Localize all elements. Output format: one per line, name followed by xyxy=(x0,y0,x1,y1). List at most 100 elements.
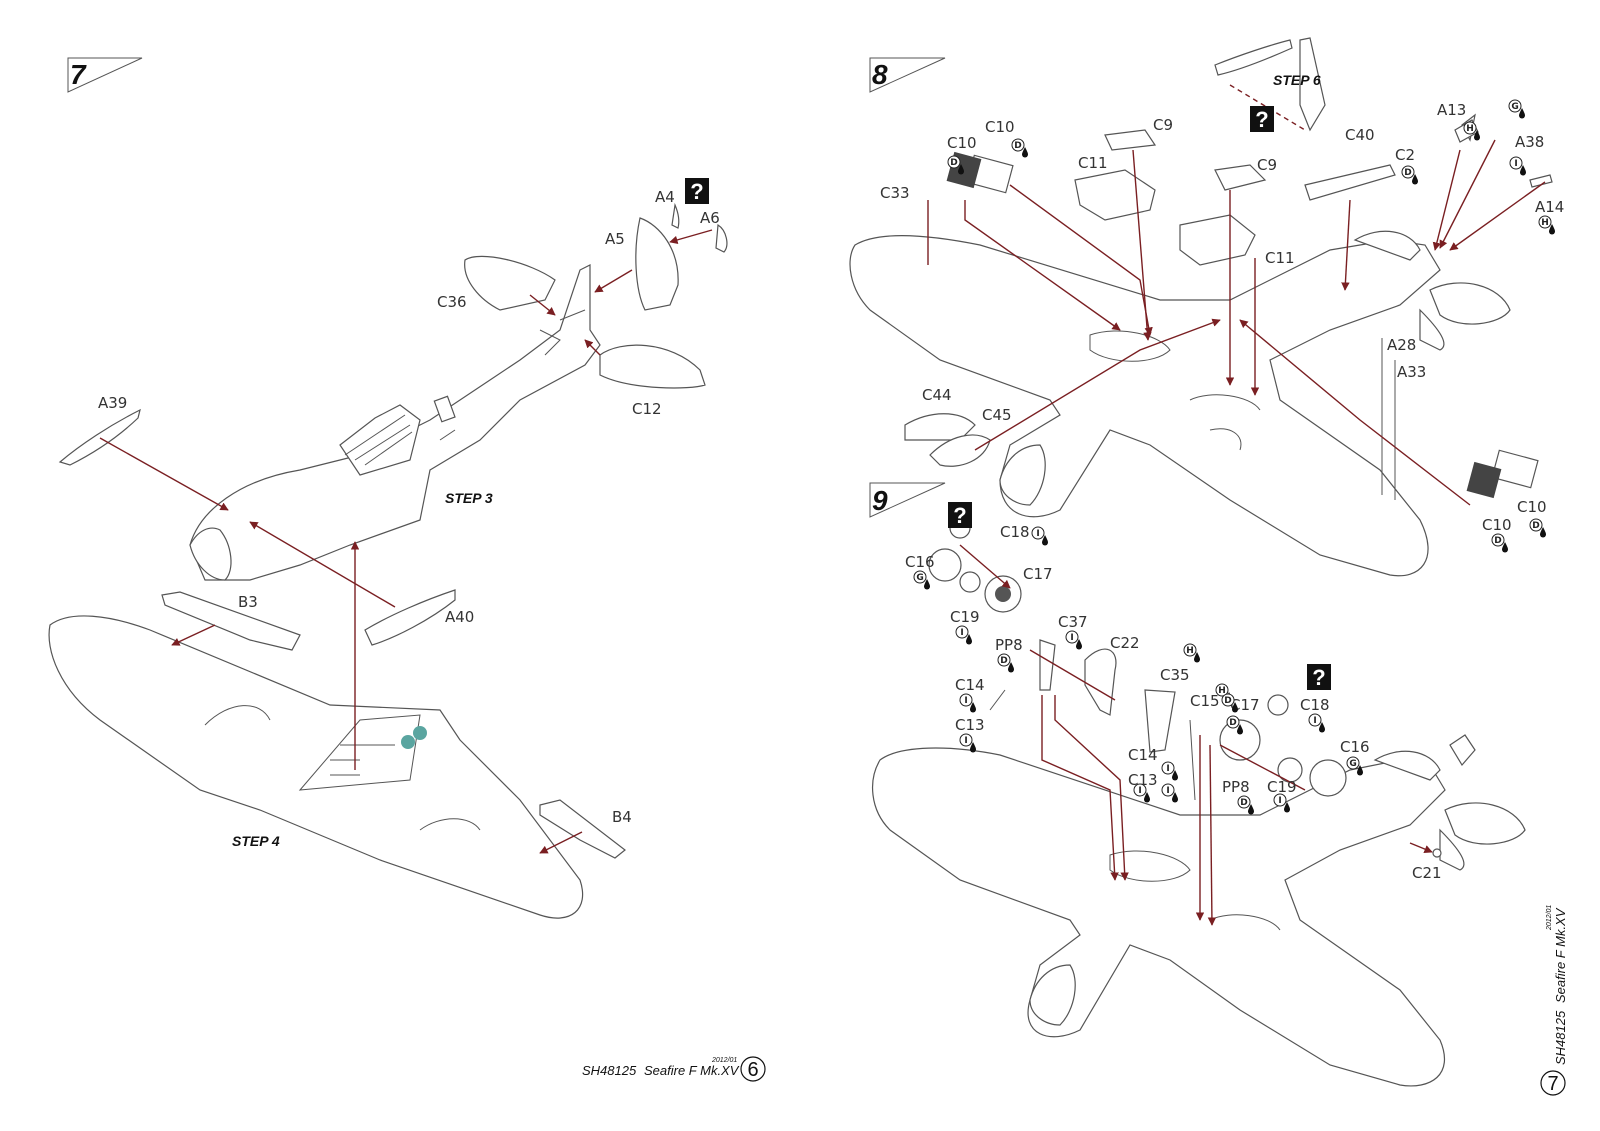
label-c33: C33 xyxy=(880,184,910,202)
part-c9-lower xyxy=(1214,164,1267,191)
part-c19-ring xyxy=(959,571,981,593)
svg-text:I: I xyxy=(964,696,967,706)
part-a40 xyxy=(364,589,456,646)
part-a6 xyxy=(715,223,728,253)
svg-text:D: D xyxy=(1014,141,1021,151)
svg-text:H: H xyxy=(1541,218,1549,228)
label-b3: B3 xyxy=(238,593,258,611)
part-c18-hub xyxy=(1267,694,1289,716)
label-c21: C21 xyxy=(1412,864,1442,882)
section9-arrows xyxy=(959,544,1433,926)
aircraft-upper-drawing xyxy=(849,230,1511,577)
label-c22: C22 xyxy=(1110,634,1140,652)
svg-text:D: D xyxy=(1229,718,1236,728)
label-c14-b: C14 xyxy=(1128,746,1158,764)
label-c12: C12 xyxy=(632,400,662,418)
label-c18-b: C18 xyxy=(1300,696,1330,714)
section-8: 8 xyxy=(869,57,946,93)
svg-text:I: I xyxy=(1070,633,1073,643)
label-c9-a: C9 xyxy=(1153,116,1173,134)
label-c13-a: C13 xyxy=(955,716,985,734)
footer-code-left: SH48125 xyxy=(582,1063,637,1078)
question-mark-icon: ? xyxy=(1250,106,1274,132)
label-c10-d: C10 xyxy=(1482,516,1512,534)
part-c45 xyxy=(929,434,991,467)
left-footer: SH48125 Seafire F Mk.XV 2012/01 6 xyxy=(582,1056,766,1082)
label-c45: C45 xyxy=(982,406,1012,424)
part-c37 xyxy=(1039,639,1056,691)
left-assembly-arrows xyxy=(99,229,713,854)
label-c16-b: C16 xyxy=(1340,738,1370,756)
accent-dot-2 xyxy=(401,735,415,749)
svg-text:G: G xyxy=(1511,102,1518,112)
footer-model-left: Seafire F Mk.XV xyxy=(644,1063,740,1078)
label-c10-c: C10 xyxy=(1517,498,1547,516)
svg-text:?: ? xyxy=(1255,107,1268,132)
svg-text:H: H xyxy=(1218,686,1226,696)
section-7: 7 xyxy=(67,57,143,93)
svg-text:?: ? xyxy=(953,503,966,528)
label-c15: C15 xyxy=(1190,692,1220,710)
svg-text:G: G xyxy=(1349,759,1356,769)
footer-date-right: 2012/01 xyxy=(1546,905,1553,931)
label-c17-a: C17 xyxy=(1023,565,1053,583)
paint-badges: D D D D G I H I D H H D D I G I I D H I … xyxy=(913,99,1555,815)
part-b4 xyxy=(539,799,626,859)
label-b4: B4 xyxy=(612,808,632,826)
label-a39: A39 xyxy=(98,394,127,412)
svg-text:D: D xyxy=(1000,656,1007,666)
svg-text:I: I xyxy=(964,736,967,746)
part-c35 xyxy=(1144,689,1176,753)
question-mark-icon: ? xyxy=(685,178,709,204)
svg-text:I: I xyxy=(1138,786,1141,796)
section-7-number: 7 xyxy=(70,59,87,90)
svg-text:I: I xyxy=(1166,764,1169,774)
part-c2 xyxy=(1304,164,1396,201)
svg-text:D: D xyxy=(1224,696,1231,706)
label-c19-b: C19 xyxy=(1267,778,1297,796)
svg-text:I: I xyxy=(1278,796,1281,806)
tailplane-right xyxy=(599,344,706,389)
question-mark-icon: ? xyxy=(1307,664,1331,690)
part-c11-lower xyxy=(1179,214,1256,266)
part-c16-ring xyxy=(1309,759,1347,797)
svg-text:I: I xyxy=(960,628,963,638)
part-c16-hub xyxy=(928,548,962,582)
section-9-number: 9 xyxy=(872,485,888,516)
section-8-number: 8 xyxy=(872,59,888,90)
svg-text:D: D xyxy=(1494,536,1501,546)
label-a38: A38 xyxy=(1515,133,1544,151)
svg-text:?: ? xyxy=(1312,665,1325,690)
svg-text:I: I xyxy=(1036,529,1039,539)
label-a33: A33 xyxy=(1397,363,1426,381)
label-c40: C40 xyxy=(1345,126,1375,144)
svg-text:D: D xyxy=(950,158,957,168)
part-a39 xyxy=(58,408,141,466)
tailplane-left xyxy=(464,255,556,311)
footer-code-right: SH48125 xyxy=(1553,1010,1568,1065)
part-c9-upper xyxy=(1104,129,1157,151)
right-footer: SH48125 Seafire F Mk.XV 2012/01 xyxy=(1546,905,1568,1065)
label-a4: A4 xyxy=(655,188,675,206)
step6-label: STEP 6 xyxy=(1273,72,1321,88)
part-step6-flap xyxy=(1214,39,1293,76)
label-c37: C37 xyxy=(1058,613,1088,631)
footer-model-right: Seafire F Mk.XV xyxy=(1553,907,1568,1003)
svg-text:?: ? xyxy=(690,179,703,204)
part-c21 xyxy=(1432,848,1442,858)
part-c11-upper xyxy=(1074,169,1156,221)
label-c13-b: C13 xyxy=(1128,771,1158,789)
svg-text:G: G xyxy=(916,573,923,583)
svg-text:I: I xyxy=(1166,786,1169,796)
part-c17-hub xyxy=(995,586,1011,602)
rudder xyxy=(635,217,679,311)
footer-date-left: 2012/01 xyxy=(711,1057,737,1064)
label-c18-a: C18 xyxy=(1000,523,1030,541)
label-c44: C44 xyxy=(922,386,952,404)
section8-arrows xyxy=(927,84,1546,506)
svg-text:D: D xyxy=(1240,798,1247,808)
label-c11-a: C11 xyxy=(1078,154,1108,172)
aircraft-lower-drawing xyxy=(871,734,1526,1087)
part-c10-right xyxy=(1491,449,1539,489)
